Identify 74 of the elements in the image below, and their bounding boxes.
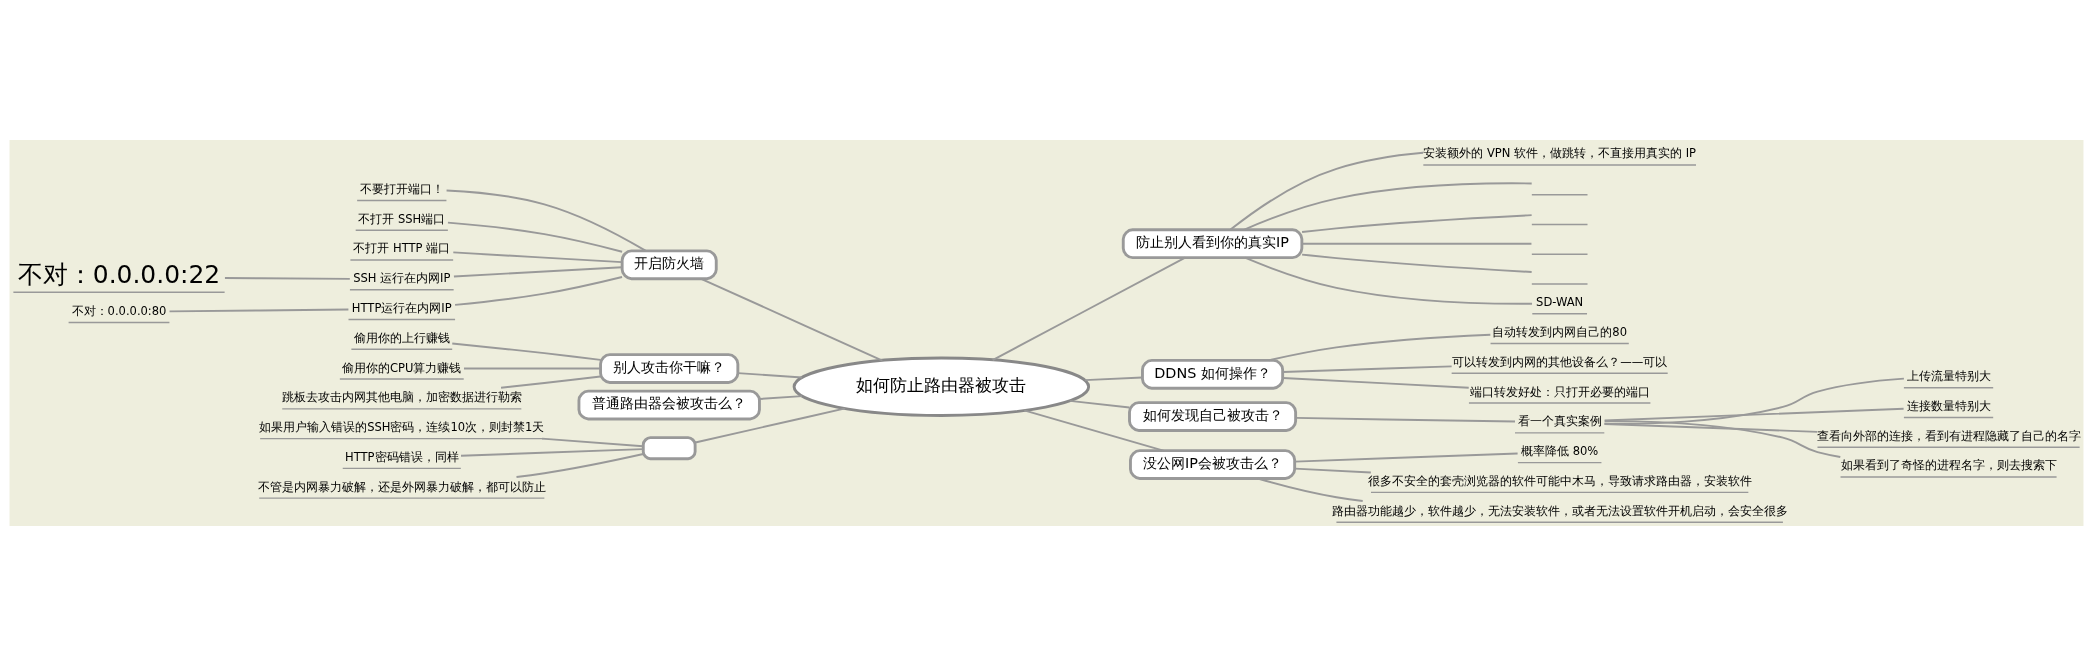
connector	[452, 251, 623, 264]
node-box	[641, 436, 697, 461]
connector	[445, 189, 647, 252]
connector	[224, 277, 351, 280]
connector	[446, 221, 624, 253]
connector	[515, 453, 645, 478]
connector	[1301, 253, 1533, 273]
connector	[737, 372, 804, 379]
node-line	[1531, 253, 1589, 255]
connector	[463, 367, 602, 370]
connector	[1603, 423, 1819, 433]
connector	[700, 277, 884, 362]
node-text: SD-WAN	[1536, 295, 1584, 310]
node-line	[1531, 283, 1589, 285]
node-text: 不要打开端口！	[359, 181, 444, 196]
connector	[454, 276, 623, 306]
node-text: 不打开 HTTP 端口	[353, 241, 451, 256]
node-text: 不打开 SSH端口	[358, 211, 446, 226]
connector	[758, 395, 803, 400]
node-box: 如何发现自己被攻击？	[1128, 401, 1298, 432]
connector	[1603, 377, 1905, 425]
node-box: 没公网IP会被攻击么？	[1129, 449, 1297, 480]
node-text: 不管是内网暴力破解，还是外网暴力破解，都可以防止	[257, 479, 546, 494]
node-text: 看一个真实案例	[1517, 414, 1602, 429]
connector	[541, 437, 644, 448]
node-text: 跳板去攻击内网其他电脑，加密数据进行勒索	[281, 390, 522, 405]
node-text: 偷用你的上行赚钱	[353, 330, 450, 345]
node-text: 安装额外的 VPN 软件，做跳转，不直接用真实的 IP	[1423, 146, 1697, 161]
node-text: 不对：0.0.0.0:80	[71, 303, 167, 318]
connector	[451, 342, 602, 361]
connector	[1293, 452, 1519, 463]
node-box: 开启防火墙	[620, 249, 718, 281]
node-box: 别人攻击你干嘛？	[599, 353, 740, 384]
node-line	[1531, 223, 1589, 226]
connector	[1242, 182, 1533, 231]
node-text: 自动转发到内网自己的80	[1492, 324, 1627, 339]
node-ellipse: 如何防止路由器被攻击	[792, 356, 1091, 417]
node-text: 路由器功能越少，软件越少，无法安装软件，或者无法设置软件开机启动，会安全很多	[1331, 503, 1788, 518]
connector	[1256, 477, 1364, 502]
connector	[1282, 377, 1470, 389]
connector	[168, 308, 350, 313]
node-text: 很多不安全的套壳浏览器的软件可能中木马，导致请求路由器，安装软件	[1367, 473, 1752, 488]
node-text: HTTP运行在内网IP	[351, 300, 452, 315]
node-text: 端口转发好处：只打开必要的端口	[1469, 384, 1650, 399]
node-text: 如果看到了奇怪的进程名字，则去搜索下	[1840, 458, 2057, 473]
connector	[1301, 214, 1533, 233]
connector	[452, 266, 624, 278]
connector	[1243, 256, 1533, 305]
connector	[1603, 420, 1842, 458]
node-box: 防止别人看到你的真实IP	[1121, 228, 1304, 260]
connector	[1068, 399, 1131, 409]
node-text: HTTP密码错误，同样	[345, 449, 459, 464]
node-text: 查看向外部的连接，看到有进程隐藏了自己的名字	[1816, 428, 2081, 443]
node-line	[1531, 194, 1589, 196]
connector	[694, 407, 847, 444]
connector	[991, 256, 1187, 361]
connector	[1294, 416, 1516, 423]
node-text: 上传流量特别大	[1906, 369, 1991, 384]
connector	[1293, 467, 1372, 474]
connector	[1229, 151, 1425, 231]
node-text: 连接数量特别大	[1906, 398, 1991, 413]
node-text: 概率降低 80%	[1521, 444, 1599, 459]
node-text: 如果用户输入错误的SSH密码，连续10次，则封禁1天	[259, 420, 545, 435]
connector	[1301, 242, 1533, 245]
node-text: 不对：0.0.0.0:22	[17, 260, 221, 290]
node-text: 可以转发到内网的其他设备么？——可以	[1452, 354, 1668, 369]
connector	[460, 448, 644, 457]
connector	[1083, 376, 1144, 382]
connector	[1282, 365, 1453, 373]
connector	[500, 375, 602, 389]
node-box: DDNS 如何操作？	[1141, 358, 1285, 390]
node-box: 普通路由器会被攻击么？	[577, 389, 761, 421]
node-text: 偷用你的CPU算力赚钱	[342, 360, 462, 375]
node-text: SSH 运行在内网IP	[353, 271, 451, 286]
